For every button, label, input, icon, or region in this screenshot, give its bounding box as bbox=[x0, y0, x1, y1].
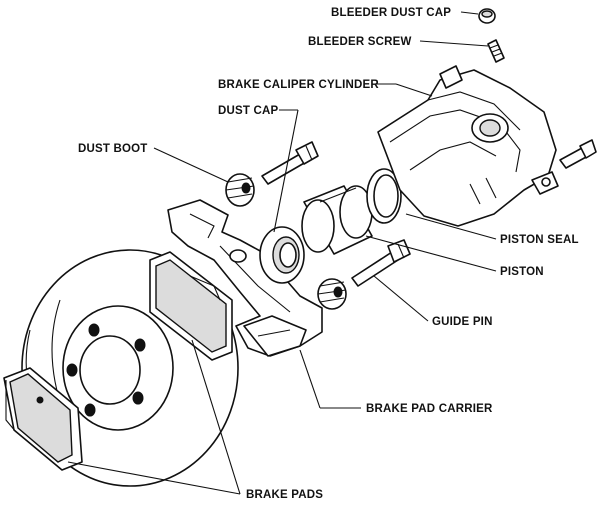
dust-boot-lower bbox=[317, 278, 347, 310]
caliper-bolt-right bbox=[559, 139, 597, 169]
label-brake-pad-carrier: BRAKE PAD CARRIER bbox=[366, 403, 493, 415]
label-dust-cap: DUST CAP bbox=[218, 105, 279, 117]
bleeder-dust-cap bbox=[478, 8, 496, 24]
label-brake-caliper-cylinder: BRAKE CALIPER CYLINDER bbox=[218, 79, 379, 91]
label-brake-pads: BRAKE PADS bbox=[246, 489, 323, 501]
dust-boot-upper bbox=[225, 173, 255, 207]
label-piston-seal: PISTON SEAL bbox=[500, 234, 579, 246]
brake-pad-outer bbox=[3, 367, 83, 471]
guide-pin-lower bbox=[351, 239, 411, 287]
label-guide-pin: GUIDE PIN bbox=[432, 316, 493, 328]
dust-cap-ring bbox=[259, 226, 305, 284]
brake-caliper-cylinder bbox=[377, 65, 559, 227]
brake-pad-carrier bbox=[167, 199, 323, 357]
piston bbox=[301, 185, 373, 255]
label-bleeder-screw: BLEEDER SCREW bbox=[308, 36, 412, 48]
label-bleeder-dust-cap: BLEEDER DUST CAP bbox=[331, 7, 451, 19]
guide-pin-upper bbox=[261, 141, 319, 185]
bleeder-screw bbox=[487, 39, 505, 63]
piston-seal bbox=[366, 168, 402, 224]
label-dust-boot: DUST BOOT bbox=[78, 143, 148, 155]
leader-lines bbox=[67, 11, 497, 495]
brake-pad-inner bbox=[149, 251, 233, 361]
label-piston: PISTON bbox=[500, 266, 544, 278]
